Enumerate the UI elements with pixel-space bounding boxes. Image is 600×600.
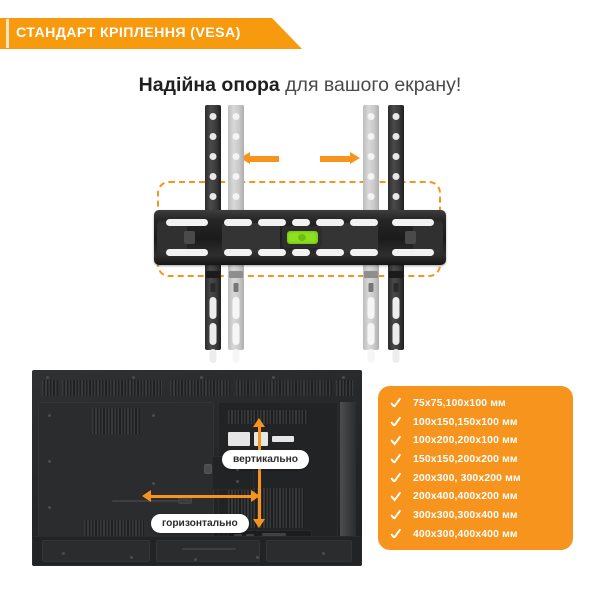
crossbar-end-left — [157, 221, 187, 254]
vesa-size-label: 200x400,400x200 мм — [413, 491, 518, 503]
vesa-list-item: 300x300,300x400 мм — [378, 506, 573, 525]
wall-mount-illustration — [150, 100, 450, 363]
vesa-list-item: 400x300,400x400 мм — [378, 525, 573, 544]
tv-rear-panel-image — [32, 370, 362, 566]
horizontal-arrow-head-left — [142, 490, 151, 502]
vesa-list-item: 100x200,200x100 мм — [378, 431, 573, 450]
vesa-list-item: 150x150,200x200 мм — [378, 450, 573, 469]
bubble-level-glass — [286, 230, 318, 244]
vertical-arrow-head-top — [253, 418, 265, 427]
check-icon — [390, 489, 405, 504]
vesa-list-item: 200x300, 300x200 мм — [378, 469, 573, 488]
horizontal-crossbar — [154, 210, 446, 265]
vesa-size-label: 300x300,300x400 мм — [413, 509, 518, 521]
vesa-size-label: 200x300, 300x200 мм — [413, 472, 521, 484]
vesa-size-label: 400x300,400x400 мм — [413, 528, 518, 540]
arrow-right-shaft — [320, 155, 350, 162]
bubble-level-icon — [282, 226, 322, 248]
headline-bold: Надійна опора — [138, 74, 280, 96]
banner-title: СТАНДАРТ КРІПЛЕННЯ (VESA) — [16, 25, 241, 41]
horizontal-measure-arrow — [142, 490, 260, 502]
check-icon — [390, 527, 405, 542]
vesa-size-label: 150x150,200x200 мм — [413, 453, 518, 465]
vertical-measure-arrow — [253, 418, 265, 528]
vesa-size-label: 75x75,100x100 мм — [413, 397, 506, 409]
vertical-arrow-shaft — [258, 426, 261, 520]
label-horizontal: горизонтально — [151, 514, 249, 533]
vesa-size-label: 100x200,200x100 мм — [413, 435, 518, 447]
arrow-left-icon — [240, 152, 280, 164]
vesa-size-label: 100x150,150x100 мм — [413, 416, 518, 428]
check-icon — [390, 415, 405, 430]
arrow-right-head — [350, 152, 360, 164]
check-icon — [390, 452, 405, 467]
label-vertical: вертикально — [222, 450, 310, 469]
page-title: Надійна опора для вашого екрану! — [0, 74, 600, 97]
horizontal-arrow-shaft — [150, 495, 252, 498]
vesa-list-item: 200x400,400x200 мм — [378, 487, 573, 506]
check-icon — [390, 396, 405, 411]
horizontal-arrow-head-right — [251, 490, 260, 502]
vertical-arrow-head-bottom — [253, 519, 265, 528]
arrow-right-icon — [320, 152, 360, 164]
check-icon — [390, 508, 405, 523]
banner-left-accent — [6, 19, 9, 48]
headline-light: для вашого екрану! — [279, 74, 462, 96]
vesa-list-item: 100x150,150x100 мм — [378, 413, 573, 432]
arrow-left-shaft — [249, 155, 279, 162]
crossbar-tab-right — [405, 231, 416, 244]
vesa-sizes-list: 75x75,100x100 мм 100x150,150x100 мм 100x… — [378, 394, 573, 544]
check-icon — [390, 471, 405, 486]
header-banner — [0, 18, 302, 49]
vesa-sizes-card: 75x75,100x100 мм 100x150,150x100 мм 100x… — [378, 386, 573, 550]
check-icon — [390, 433, 405, 448]
crossbar-end-right — [413, 221, 443, 254]
vesa-list-item: 75x75,100x100 мм — [378, 394, 573, 413]
arrow-left-head — [240, 152, 250, 164]
crossbar-tab-left — [184, 231, 195, 244]
